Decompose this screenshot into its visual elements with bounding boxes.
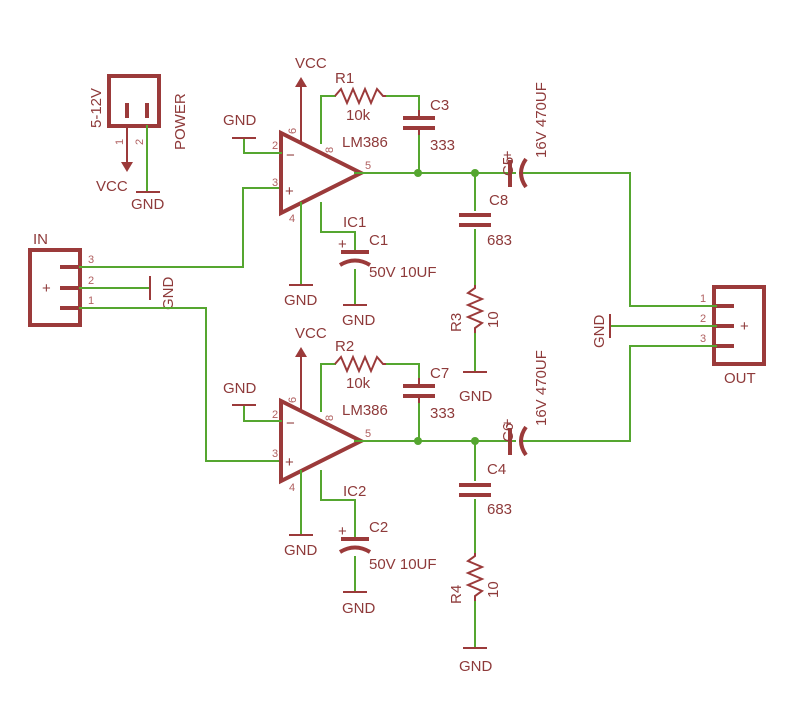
in-pin1-label: 1 <box>88 295 94 307</box>
ic1-pin5-label: 5 <box>365 160 371 172</box>
ic2-vcc-label: VCC <box>295 325 327 342</box>
r4-value-label: 10 <box>485 581 502 598</box>
r3-value-label: 10 <box>485 311 502 328</box>
r3-gnd-label: GND <box>459 388 493 405</box>
ic2-pin2-label: 2 <box>272 409 278 421</box>
c1-plus-label: + <box>338 236 347 253</box>
ic1-pin2-label: 2 <box>272 140 278 152</box>
power-connector-name: POWER <box>172 93 189 150</box>
c7-capacitor: C7 333 <box>403 365 455 422</box>
ic2-gnd-bottom-label: GND <box>284 542 318 559</box>
r2-resistor: R2 10k <box>334 338 386 392</box>
r3-name-label: R3 <box>448 313 465 332</box>
ic1-amplifier: − + 2 3 4 5 6 8 LM386 IC1 <box>272 128 388 231</box>
c4-name-label: C4 <box>487 461 506 478</box>
power-gnd-label: GND <box>131 196 165 213</box>
ic2-plus-sign: + <box>285 454 294 471</box>
r3-resistor: R3 10 GND <box>448 285 502 405</box>
c2-plus-label: + <box>338 523 347 540</box>
ic1-part-label: LM386 <box>342 134 388 151</box>
c8-capacitor: C8 683 <box>459 192 512 249</box>
out-pin3-label: 3 <box>700 333 706 345</box>
c7-value-label: 333 <box>430 405 455 422</box>
ic1-wiring: VCC GND GND <box>223 55 516 373</box>
power-pin1-label: 1 <box>114 139 126 145</box>
ic2-wiring: VCC GND GND <box>223 325 516 649</box>
ic1-minus-sign: − <box>286 147 295 164</box>
c2-value-label: 50V 10UF <box>369 556 437 573</box>
out-connector-name: OUT <box>724 370 756 387</box>
r4-name-label: R4 <box>448 585 465 604</box>
c6-plus-label: + <box>503 415 512 432</box>
ic1-vcc-label: VCC <box>295 55 327 72</box>
in-connector-name: IN <box>33 231 48 248</box>
in-pin3-label: 3 <box>88 254 94 266</box>
ic1-gnd-bottom-label: GND <box>284 292 318 309</box>
ic1-pin8-label: 8 <box>324 147 336 153</box>
in-pin2-label: 2 <box>88 275 94 287</box>
c1-name-label: C1 <box>369 232 388 249</box>
c5-name-label: C5 <box>500 157 517 176</box>
c4-capacitor: C4 683 <box>459 461 512 518</box>
c1-value-label: 50V 10UF <box>369 264 437 281</box>
in-wires <box>79 187 282 462</box>
out-wires <box>519 172 717 442</box>
c1-capacitor: + C1 50V 10UF GND <box>338 232 437 329</box>
r4-gnd-label: GND <box>459 658 493 675</box>
in-gnd-label: GND <box>160 277 177 311</box>
ic1-pin3-label: 3 <box>272 177 278 189</box>
ic2-pin4-label: 4 <box>289 482 295 494</box>
ic2-pin6-label: 6 <box>287 397 299 403</box>
ic2-name-label: IC2 <box>343 483 366 500</box>
power-vcc-label: VCC <box>96 178 128 195</box>
r1-resistor: R1 10k <box>334 70 386 124</box>
c7-name-label: C7 <box>430 365 449 382</box>
r4-resistor: R4 10 GND <box>448 553 502 675</box>
out-connector: + 1 2 3 OUT GND <box>591 285 766 387</box>
ic2-pin3-label: 3 <box>272 448 278 460</box>
ic1-gnd-top-label: GND <box>223 112 257 129</box>
c6-value-label: 16V 470UF <box>533 350 550 426</box>
ic2-minus-sign: − <box>286 415 295 432</box>
c2-gnd-label: GND <box>342 600 376 617</box>
c6-capacitor: + C6 16V 470UF <box>500 350 550 457</box>
c5-capacitor: + C5 16V 470UF <box>500 82 550 189</box>
in-plus-label: + <box>42 280 51 297</box>
r1-value-label: 10k <box>346 107 371 124</box>
c8-value-label: 683 <box>487 232 512 249</box>
r2-name-label: R2 <box>335 338 354 355</box>
ic1-plus-sign: + <box>285 183 294 200</box>
c5-plus-label: + <box>503 147 512 164</box>
power-voltage-label: 5-12V <box>88 88 105 128</box>
power-connector: 5-12V POWER 1 2 VCC GND <box>88 74 189 213</box>
ic2-pin8-label: 8 <box>324 415 336 421</box>
c3-capacitor: C3 333 <box>403 97 455 154</box>
ic1-name-label: IC1 <box>343 214 366 231</box>
c1-gnd-label: GND <box>342 312 376 329</box>
c8-name-label: C8 <box>489 192 508 209</box>
out-plus-label: + <box>740 318 749 335</box>
c5-value-label: 16V 470UF <box>533 82 550 158</box>
c2-capacitor: + C2 50V 10UF GND <box>338 519 437 617</box>
ic1-pin4-label: 4 <box>289 213 295 225</box>
out-pin2-label: 2 <box>700 313 706 325</box>
ic2-part-label: LM386 <box>342 402 388 419</box>
ic2-pin5-label: 5 <box>365 428 371 440</box>
ic1-pin6-label: 6 <box>287 128 299 134</box>
out-pin1-label: 1 <box>700 293 706 305</box>
ic2-amplifier: − + 2 3 4 5 6 8 LM386 IC2 <box>272 397 388 500</box>
in-connector: IN + 3 2 1 GND <box>28 231 177 327</box>
r1-name-label: R1 <box>335 70 354 87</box>
ic2-gnd-top-label: GND <box>223 380 257 397</box>
c3-value-label: 333 <box>430 137 455 154</box>
c6-name-label: C6 <box>500 423 517 442</box>
c2-name-label: C2 <box>369 519 388 536</box>
r2-value-label: 10k <box>346 375 371 392</box>
c4-value-label: 683 <box>487 501 512 518</box>
out-gnd-label: GND <box>591 315 608 349</box>
power-pin2-label: 2 <box>134 139 146 145</box>
c3-name-label: C3 <box>430 97 449 114</box>
